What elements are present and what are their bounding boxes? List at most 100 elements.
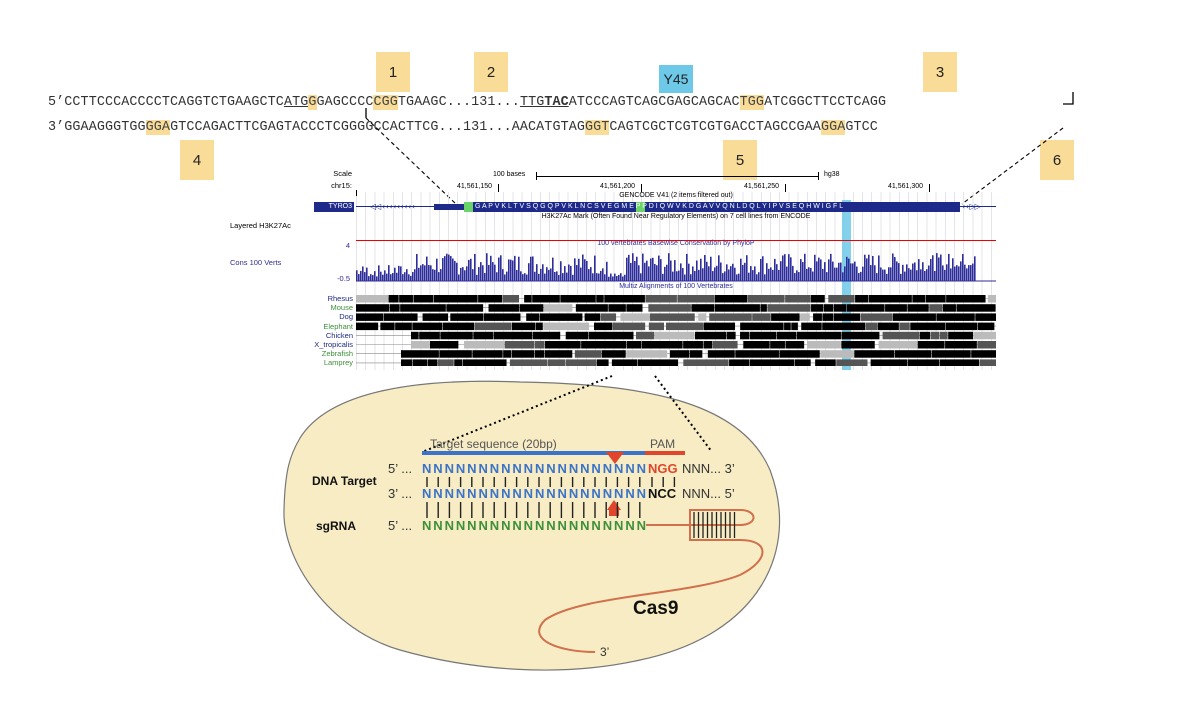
conservation-bar [418, 267, 420, 281]
conservation-bar [558, 274, 560, 281]
alignment-block [412, 322, 443, 331]
alignment-block [894, 350, 931, 358]
conservation-bar [812, 271, 814, 281]
conservation-bar [636, 256, 638, 281]
conservation-bar [614, 273, 616, 281]
conservation-bar [938, 257, 940, 281]
conservation-bar [496, 272, 498, 281]
conservation-plot [356, 253, 996, 282]
gene-name-label[interactable]: TYRO3 [314, 202, 354, 212]
conservation-bar [732, 263, 734, 281]
conservation-bar [966, 268, 968, 281]
alignment-block [601, 350, 626, 358]
alignment-block [811, 304, 824, 312]
alignment-block [942, 304, 956, 312]
top-seg5: ATCGGCTTCCTCAGG [764, 95, 887, 110]
conservation-bar [908, 268, 910, 281]
crispr-diagram: Target sequence (20bp) PAM 5’ ... NNNNNN… [283, 375, 781, 671]
conservation-bar [508, 259, 510, 281]
conservation-bar [870, 265, 872, 281]
conservation-bar [722, 273, 724, 281]
start-codon-highlight [464, 202, 473, 212]
alignment-block [910, 322, 946, 331]
conservation-bar [730, 266, 732, 281]
alignment-block [785, 341, 805, 349]
row2-ncc: NCC [648, 486, 677, 501]
scale-bar-right-tick [818, 172, 819, 180]
alignment-block [855, 295, 869, 303]
alignment-block [823, 304, 834, 312]
conservation-bar [378, 265, 380, 281]
alignment-block [401, 359, 413, 366]
conservation-bar [462, 267, 464, 281]
conservation-bar [912, 263, 914, 281]
coord-4: 41,561,300 [888, 183, 924, 190]
conservation-bar [800, 259, 802, 281]
conservation-bar [548, 269, 550, 281]
alignment-block [770, 341, 785, 349]
alignment-block [740, 331, 750, 340]
conservation-bar [604, 274, 606, 281]
conservation-bar [536, 264, 538, 281]
alignment-block [841, 341, 875, 349]
h3k27ac-title: H3K27Ac Mark (Often Found Near Regulator… [541, 213, 811, 220]
conservation-bar [582, 254, 584, 281]
alignment-block [535, 322, 543, 331]
alignment-block [868, 295, 912, 303]
conservation-bar [656, 265, 658, 281]
alignment-block [860, 313, 893, 321]
conservation-bar [404, 272, 406, 281]
conservation-bar [412, 272, 414, 281]
coord-tick-1 [498, 184, 499, 192]
alignment-block [526, 313, 540, 321]
conservation-bar [472, 269, 474, 281]
alignment-block [882, 331, 920, 340]
alignment-block [503, 350, 512, 358]
alignment-block [488, 304, 519, 312]
alignment-block [877, 322, 899, 331]
conservation-bar [842, 272, 844, 281]
conservation-bar [960, 261, 962, 281]
pam-site-6: GGA [820, 120, 846, 135]
alignment-block [919, 331, 931, 340]
conservation-bar [674, 260, 676, 281]
gene-strand-arrows-right: ‹ ‹ ▷▷ [962, 202, 981, 211]
atg-text: ATG [283, 95, 309, 110]
conservation-bar [542, 264, 544, 281]
conservation-bar [810, 267, 812, 281]
alignment-block [533, 331, 561, 340]
alignment-block [956, 304, 996, 312]
conservation-bar [714, 267, 716, 281]
conservation-bar [930, 258, 932, 281]
alignment-block [767, 304, 811, 312]
conservation-bar [906, 264, 908, 281]
alignment-block [446, 304, 484, 312]
alignment-block [796, 331, 841, 340]
alignment-block [543, 322, 590, 331]
conservation-bar [478, 267, 480, 281]
conservation-bar [916, 270, 918, 281]
conservation-bar [510, 259, 512, 281]
conservation-bar [852, 263, 854, 281]
conservation-bar [564, 266, 566, 281]
conservation-bar [448, 254, 450, 281]
conservation-bar [880, 267, 882, 281]
alignment-block [565, 359, 597, 366]
alignment-block [608, 304, 626, 312]
conservation-bar [584, 259, 586, 281]
conservation-bar [770, 267, 772, 281]
alignment-block [356, 322, 379, 331]
alignment-block [437, 359, 454, 366]
conservation-bar [888, 267, 890, 281]
alignment-block [691, 304, 715, 312]
alignment-block [785, 295, 811, 303]
conservation-bar [640, 273, 642, 281]
conservation-bar [682, 268, 684, 281]
alignment-block [474, 322, 512, 331]
alignment-block [703, 322, 736, 331]
conservation-bar [436, 258, 438, 281]
alignment-block [429, 341, 459, 349]
conservation-bar [518, 256, 520, 281]
conservation-bar [598, 273, 600, 281]
top-prefix: 5’ [48, 95, 65, 110]
